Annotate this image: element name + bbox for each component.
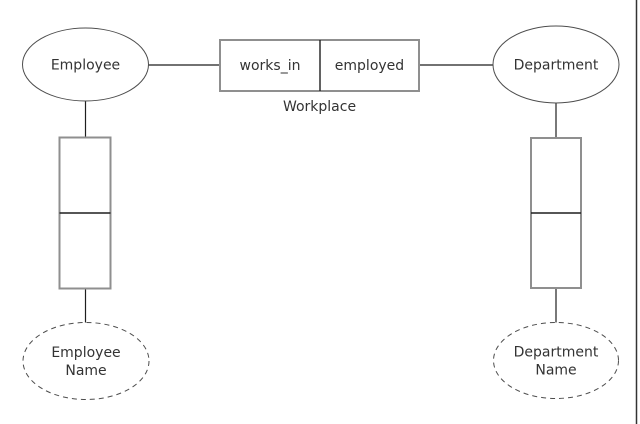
entity-employee[interactable]: Employee <box>22 27 149 102</box>
entity-employee-ellipse[interactable] <box>22 27 149 102</box>
relationship-right-role-label: employed <box>335 58 404 74</box>
entity-employee-label: Employee <box>51 58 120 74</box>
attribute-department-name-label-line1: Department <box>514 345 599 361</box>
entity-department-ellipse[interactable] <box>492 25 620 104</box>
entity-department-label: Department <box>514 58 599 74</box>
attribute-department-name-ellipse[interactable] <box>493 322 619 399</box>
cardinality-box-department[interactable] <box>530 137 582 289</box>
relationship-name-label: Workplace <box>283 99 356 115</box>
cardinality-box-employee[interactable] <box>58 136 112 290</box>
attribute-employee-name-label-line1: Employee <box>51 345 120 361</box>
relationship-left-role-label: works_in <box>240 58 301 74</box>
attribute-employee-name-label-line2: Name <box>65 363 106 379</box>
attribute-employee-name[interactable]: Employee Name <box>22 322 150 400</box>
attribute-department-name-label-line2: Name <box>535 363 576 379</box>
relationship-workplace[interactable]: works_in employed Workplace <box>219 39 420 115</box>
attribute-employee-name-ellipse[interactable] <box>22 322 150 400</box>
connectors <box>84 64 557 323</box>
entity-department[interactable]: Department <box>492 25 620 104</box>
attribute-department-name[interactable]: Department Name <box>493 322 619 399</box>
